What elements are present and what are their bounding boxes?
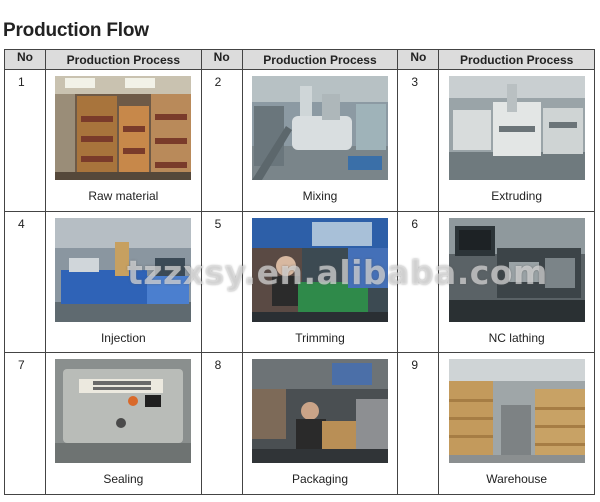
step-number: 8 bbox=[214, 358, 222, 373]
extruding-photo[interactable] bbox=[448, 76, 585, 180]
process-cell: Extruding bbox=[438, 69, 595, 212]
production-flow-table: No Production Process No Production Proc… bbox=[4, 49, 595, 495]
table-row: 4 Injection 5 bbox=[4, 210, 595, 354]
step-number: 1 bbox=[18, 75, 25, 89]
process-caption: Extruding bbox=[491, 189, 542, 203]
step-number: 2 bbox=[214, 75, 222, 89]
step-number-cell: 1 bbox=[4, 69, 46, 212]
mixing-photo[interactable] bbox=[251, 76, 388, 180]
step-number-cell: 8 bbox=[200, 352, 243, 495]
step-number: 9 bbox=[411, 358, 418, 373]
process-caption: Raw material bbox=[88, 189, 159, 203]
page-title: Production Flow bbox=[3, 20, 149, 41]
injection-photo[interactable] bbox=[55, 217, 192, 322]
nc-lathing-photo[interactable] bbox=[448, 217, 585, 322]
header-process-2: Production Process bbox=[241, 49, 399, 70]
header-process-3: Production Process bbox=[438, 49, 595, 70]
process-caption: Trimming bbox=[295, 330, 345, 345]
step-number: 4 bbox=[18, 216, 25, 231]
table-row: 1 Raw material bbox=[4, 69, 595, 212]
header-process-1: Production Process bbox=[45, 49, 202, 70]
process-cell: Mixing bbox=[241, 69, 399, 212]
table-header-row: No Production Process No Production Proc… bbox=[4, 49, 595, 70]
table-row: 7 Sealing 8 bbox=[4, 352, 595, 495]
process-cell: Raw material bbox=[45, 69, 202, 212]
process-caption: Injection bbox=[100, 330, 146, 345]
warehouse-photo[interactable] bbox=[448, 359, 585, 464]
process-caption: Mixing bbox=[302, 189, 338, 203]
step-number: 3 bbox=[411, 75, 418, 89]
packaging-photo[interactable] bbox=[251, 359, 388, 464]
process-cell: NC lathing bbox=[438, 210, 595, 354]
process-cell: Sealing bbox=[45, 352, 202, 495]
process-caption: NC lathing bbox=[488, 330, 545, 345]
trimming-photo[interactable] bbox=[251, 217, 388, 322]
process-cell: Injection bbox=[45, 210, 202, 354]
step-number-cell: 9 bbox=[397, 352, 440, 495]
step-number-cell: 2 bbox=[200, 69, 243, 212]
process-caption: Sealing bbox=[103, 472, 144, 487]
process-cell: Trimming bbox=[241, 210, 399, 354]
process-cell: Warehouse bbox=[438, 352, 595, 495]
process-caption: Packaging bbox=[291, 472, 348, 487]
step-number: 7 bbox=[18, 358, 25, 373]
step-number-cell: 6 bbox=[397, 210, 440, 354]
raw-material-photo[interactable] bbox=[55, 76, 192, 180]
step-number-cell: 5 bbox=[200, 210, 243, 354]
header-no-3: No bbox=[397, 49, 440, 70]
step-number-cell: 7 bbox=[4, 352, 46, 495]
step-number: 6 bbox=[411, 216, 418, 231]
step-number-cell: 4 bbox=[4, 210, 46, 354]
header-no-2: No bbox=[200, 49, 243, 70]
sealing-photo[interactable] bbox=[55, 359, 192, 464]
step-number: 5 bbox=[214, 216, 222, 231]
header-no-1: No bbox=[4, 49, 46, 70]
step-number-cell: 3 bbox=[397, 69, 440, 212]
process-caption: Warehouse bbox=[486, 472, 548, 487]
process-cell: Packaging bbox=[241, 352, 399, 495]
